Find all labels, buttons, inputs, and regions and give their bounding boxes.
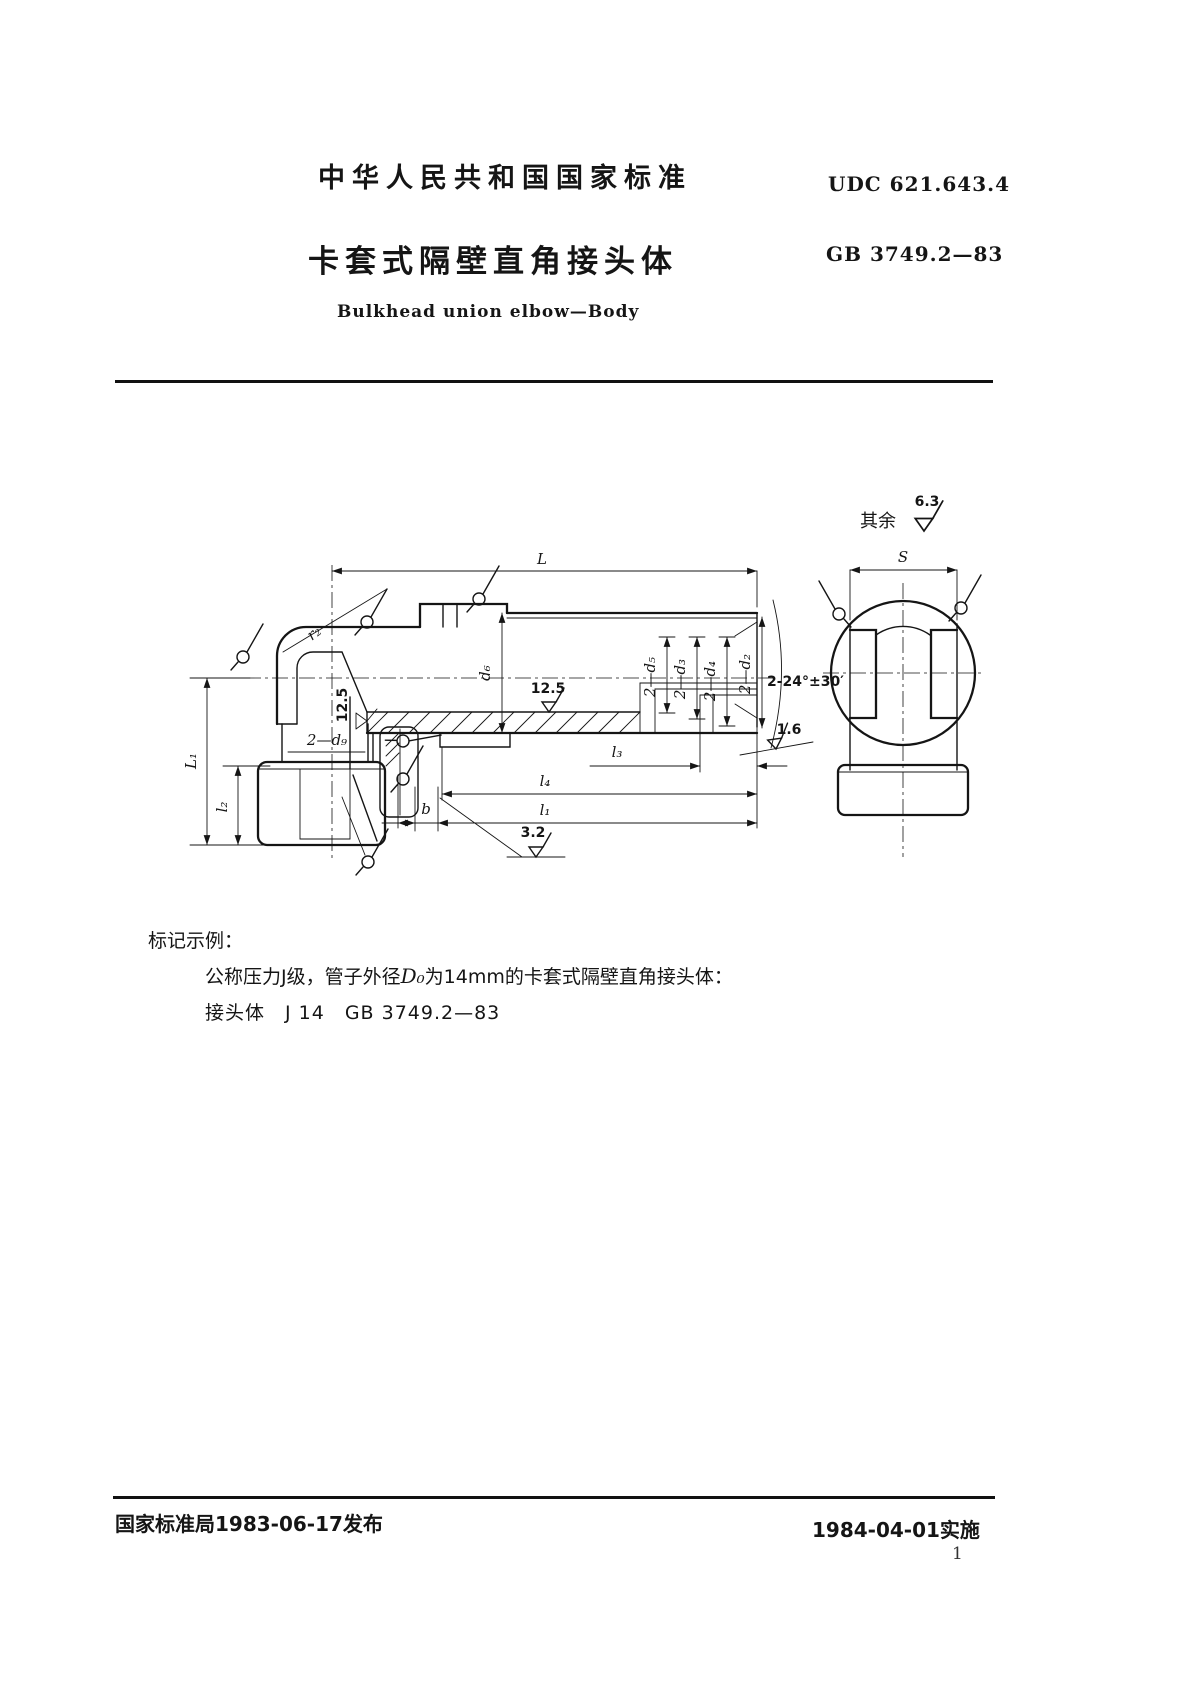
finish-mark-plate-icon [384, 709, 442, 766]
finish-mark-port-icon [355, 828, 389, 876]
marking-example-line1-post: 为14mm的卡套式隔壁直角接头体： [424, 966, 733, 988]
roughness-chamfer-value: 12.5 [335, 688, 351, 723]
dim-r2-label: r₂ [303, 622, 324, 644]
technical-drawing: 其余 6.3 [182, 494, 983, 876]
dim-L-label: L [536, 550, 547, 568]
dim-b-label: b [421, 800, 431, 818]
footer-issued: 国家标准局1983-06-17发布 [115, 1512, 383, 1536]
marking-example-designation: 接头体 J 14 GB 3749.2—83 [205, 1002, 501, 1024]
standard-code: GB 3749.2—83 [826, 242, 1004, 266]
pipe-od-symbol: D₀ [400, 964, 425, 988]
finish-mark-flat-right-icon [948, 574, 982, 622]
side-view: S [818, 548, 983, 857]
roughness-thread-value: 12.5 [531, 681, 566, 697]
dim-L1-label: L₁ [182, 753, 200, 770]
dim-S-label: S [898, 548, 908, 566]
holes-d2-label: 2—d₂ [736, 654, 754, 695]
page-title-english: Bulkhead union elbow—Body [337, 302, 640, 322]
footer-divider [113, 1496, 995, 1499]
marking-example-heading: 标记示例： [148, 930, 244, 952]
marking-example-line1-pre: 公称压力J级，管子外径 [205, 966, 401, 988]
holes-d4-label: 2—d₄ [701, 661, 719, 702]
roughness-rest-value: 6.3 [915, 494, 940, 510]
main-view-dimensions: L L₁ l₂ d₆ 2—d₅ 2—d₃ 2—d₄ 2—d₂ 2-24°±30′… [182, 550, 844, 876]
dim-l3-label: l₃ [612, 743, 623, 761]
holes-d9-label: 2—d₉ [306, 731, 347, 749]
standard-banner: 中华人民共和国国家标准 [318, 163, 692, 194]
roughness-cone-value: 1.6 [777, 722, 802, 738]
udc-number: UDC 621.643.4 [828, 172, 1011, 196]
page-number: 1 [952, 1544, 963, 1564]
dim-l1-label: l₁ [540, 801, 551, 819]
dim-l4-label: l₄ [540, 772, 551, 790]
cone-angle-label: 2-24°±30′ [767, 674, 844, 690]
holes-d3-label: 2—d₃ [671, 659, 689, 700]
footer-effective: 1984-04-01实施 [812, 1518, 980, 1542]
dim-l2-label: l₂ [213, 802, 231, 813]
main-view-outline [245, 565, 775, 860]
header-divider [115, 380, 993, 383]
finish-mark-elbow-left-icon [230, 623, 264, 671]
page-title: 卡套式隔壁直角接头体 [308, 244, 678, 280]
marking-example-line1: 公称压力J级，管子外径D₀为14mm的卡套式隔壁直角接头体： [205, 962, 733, 989]
roughness-groove-value: 3.2 [521, 825, 546, 841]
dim-d6-label: d₆ [476, 665, 494, 681]
holes-d5-label: 2—d₅ [641, 657, 659, 698]
rest-surfaces-label: 其余 [860, 511, 896, 532]
finish-mark-flat-left-icon [818, 580, 852, 628]
